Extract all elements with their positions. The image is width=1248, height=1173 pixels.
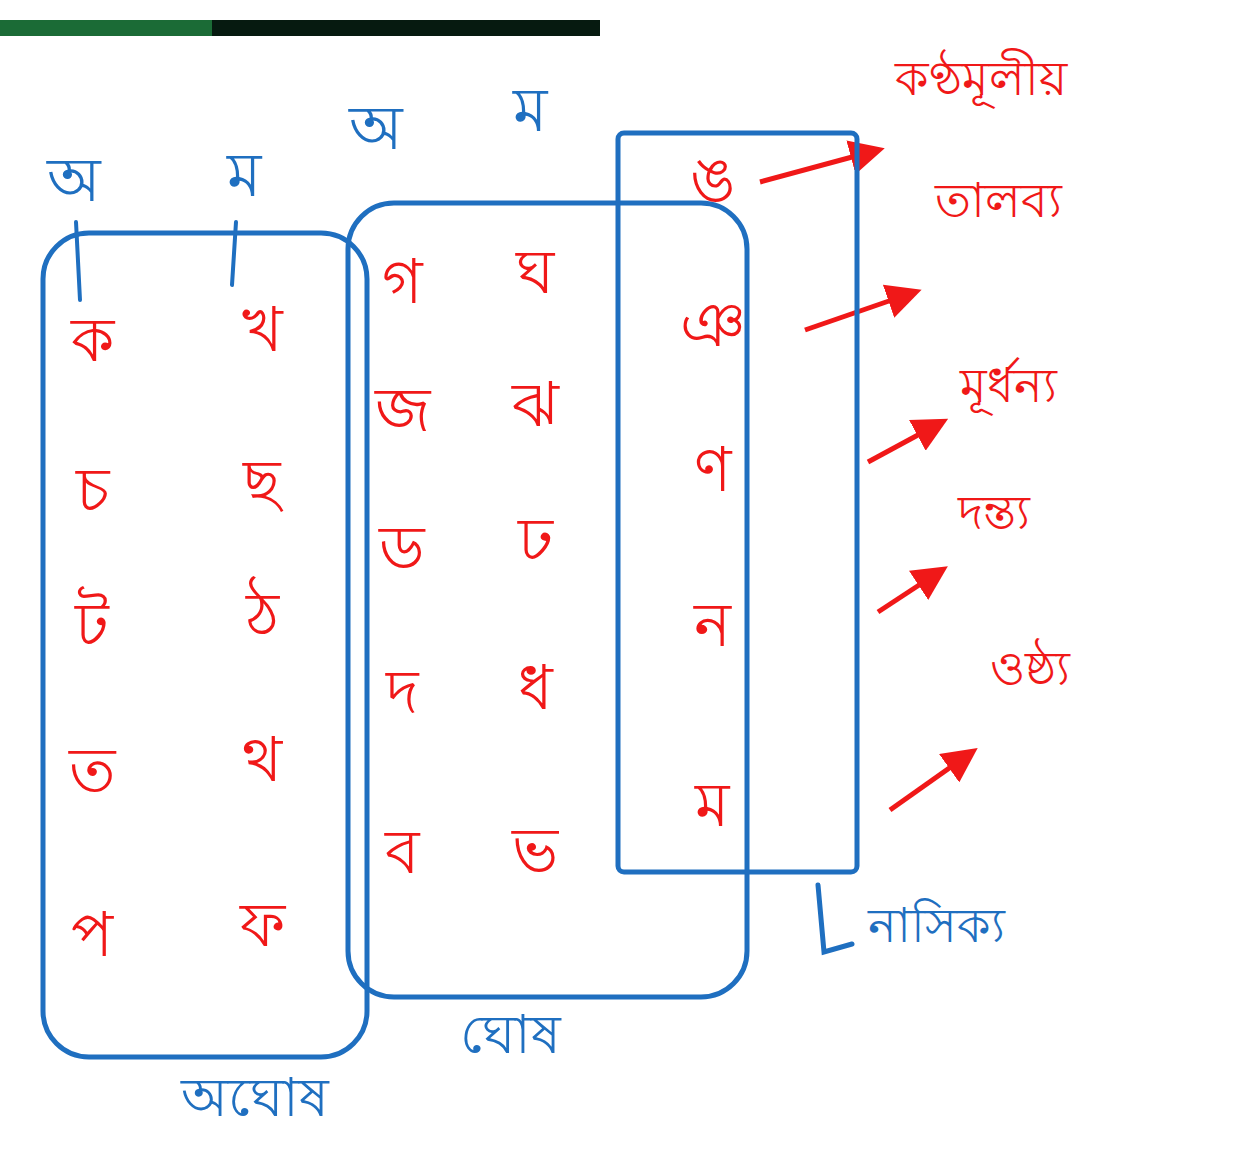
consonant-letter: চ [76,456,109,524]
consonant-letter: ক [71,306,114,374]
consonant-letter: দ [386,658,419,726]
consonant-letter: ণ [694,436,731,504]
box-outline [615,130,860,875]
consonant-letter: ট [75,591,109,659]
place-label: ওষ্ঠ্য [990,642,1070,695]
box-border [43,233,367,1057]
consonant-letter: জ [375,376,430,444]
consonant-letter: থ [242,726,282,794]
consonant-letter: খ [242,296,283,364]
header-bar [212,20,600,36]
place-arrow [868,422,942,462]
box-border [348,203,747,997]
column-head: ম [227,141,261,209]
consonant-letter: গ [382,248,423,316]
column-head: অ [349,94,403,162]
consonant-letter: ড [379,514,425,582]
consonant-letter: ত [69,736,116,804]
consonant-letter: ফ [240,891,285,959]
box-border [618,133,857,872]
place-arrow [890,752,972,810]
place-label: তালব্য [935,174,1062,227]
place-label: মূর্ধন্য [960,359,1057,412]
place-label: কণ্ঠমূলীয় [895,52,1067,105]
consonant-letter: ঝ [512,371,559,439]
consonant-letter: প [71,901,113,969]
place-label: দন্ত্য [958,486,1030,539]
group-label: নাসিক্য [868,899,1005,952]
consonant-letter: ম [695,771,729,839]
leader-line [818,885,852,952]
group-heading: অঘোষ [181,1068,329,1127]
nasal-column-box: ঙ ঞ ণ ন ম [615,130,860,875]
consonant-letter: ঘ [516,238,554,306]
consonant-letter: ভ [512,816,558,884]
consonant-letter: ঠ [246,581,279,649]
header-bar [0,20,212,36]
column-head: ম [513,76,547,144]
consonant-letter: ব [385,818,420,886]
place-arrow [878,570,942,612]
consonant-letter: ঞ [680,291,745,359]
consonant-letter: ধ [518,654,553,722]
group-heading: ঘোষ [460,1005,561,1064]
place-arrow [805,292,915,330]
consonant-letter: ঙ [690,146,735,214]
place-arrow [760,150,878,182]
consonant-letter: ছ [243,448,281,516]
consonant-group-box: অঘোষকখচছটঠতথপফ [40,230,370,1060]
column-head: অ [47,146,101,214]
consonant-letter: ঢ [518,506,553,574]
consonant-letter: ন [694,591,731,659]
